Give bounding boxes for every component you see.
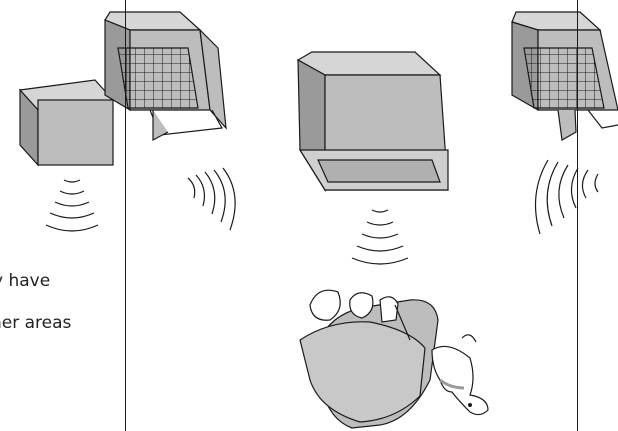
dog-icon — [431, 334, 489, 416]
sound-wave-icon — [45, 179, 99, 232]
grille-speaker-icon — [104, 11, 227, 141]
grille-speaker-icon — [511, 11, 618, 141]
sound-wave-icon — [351, 209, 409, 265]
sound-wave-icon — [534, 159, 599, 235]
caption-line-1: y have — [0, 271, 51, 291]
panel-divider — [125, 0, 126, 431]
caption-line-2: her areas — [0, 313, 72, 333]
sound-wave-icon — [187, 167, 236, 231]
panel-divider — [577, 0, 578, 431]
small-speaker-icon — [18, 79, 115, 167]
plant-pot-icon — [299, 289, 439, 429]
ceiling-speaker-icon — [296, 51, 449, 193]
